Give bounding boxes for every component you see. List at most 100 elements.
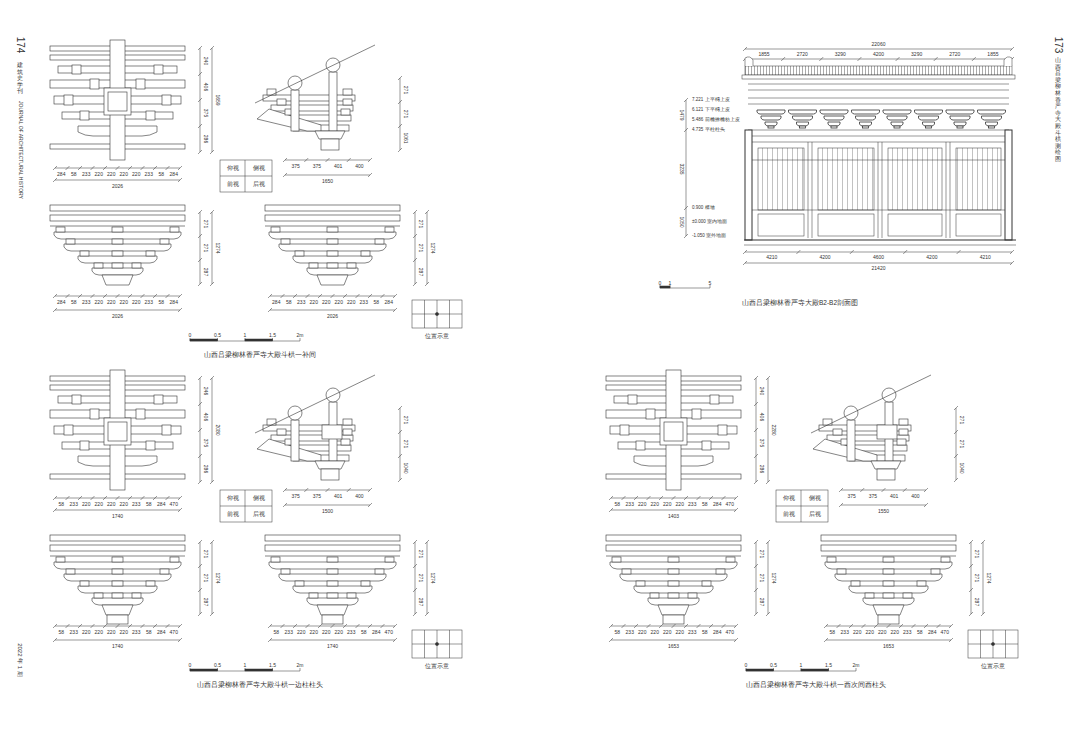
- dimension-number: 287: [418, 268, 423, 276]
- dimension-number: 220: [335, 630, 343, 635]
- scale-number: 1: [244, 663, 247, 668]
- bracket-set-drawings: [50, 40, 462, 341]
- scale-number: 2m: [297, 333, 304, 338]
- scale-number: 2m: [297, 663, 304, 668]
- dimension-number: 400: [355, 164, 363, 169]
- dimension-number: 271: [203, 574, 208, 582]
- dimension-number: 220: [107, 630, 115, 635]
- scale-number: 0.5: [770, 663, 777, 668]
- dimension-number: 220: [663, 502, 671, 507]
- dimension-number: 375: [291, 164, 299, 169]
- dimension-number: 1740: [327, 644, 338, 649]
- dimension-number: 2026: [327, 314, 338, 319]
- dimension-number: 220: [651, 502, 659, 507]
- dimension-number: 220: [120, 502, 128, 507]
- dimension-number: 286: [759, 465, 764, 473]
- dimension-number: 470: [385, 630, 393, 635]
- dimension-number: 58: [286, 300, 292, 305]
- dimension-number: 58: [614, 502, 620, 507]
- scale-number: 1.5: [269, 663, 276, 668]
- dimension-number: 220: [322, 300, 330, 305]
- dimension-number: 271: [974, 574, 979, 582]
- dimension-number: 375: [291, 494, 299, 499]
- figure-caption: 山西吕梁柳林香严寺大殿斗栱一西次间西柱头: [746, 682, 886, 689]
- dimension-number: 284: [170, 300, 178, 305]
- running-head: JOURNAL OF ARCHITECTURAL HISTORY: [18, 101, 23, 199]
- dimension-number: 271: [959, 440, 964, 448]
- dimension-number: 233: [70, 630, 78, 635]
- dimension-number: 4200: [926, 255, 937, 260]
- scale-number: 0: [745, 663, 748, 668]
- dimension-number: 271: [403, 416, 408, 424]
- dimension-number: 58: [614, 630, 620, 635]
- dimension-number: 287: [203, 598, 208, 606]
- dimension-number: 58: [373, 300, 379, 305]
- dimension-number: 401: [334, 494, 342, 499]
- dimension-number: 233: [132, 502, 140, 507]
- bracket-set-drawings: [50, 370, 462, 671]
- scale-number: 0.5: [214, 333, 221, 338]
- dimension-number: 286: [203, 465, 208, 473]
- dimension-number: 284: [713, 502, 721, 507]
- dimension-number: 58: [917, 630, 923, 635]
- dimension-number: 1040: [403, 462, 408, 473]
- dimension-number: 220: [95, 630, 103, 635]
- dimension-number: 220: [107, 502, 115, 507]
- dimension-number: 287: [759, 598, 764, 606]
- dimension-number: 1050: [679, 216, 684, 227]
- dimension-number: 220: [95, 502, 103, 507]
- dimension-number: 233: [688, 630, 696, 635]
- dimension-number: 1650: [322, 179, 333, 184]
- running-head: 建筑史学刊: [17, 62, 23, 95]
- dimension-number: 286: [203, 135, 208, 143]
- view-label: 仰视: [783, 495, 795, 501]
- dimension-number: 1061: [403, 132, 408, 143]
- elevation-note: -1.050 室外地面: [692, 234, 726, 239]
- dimension-number: 287: [974, 598, 979, 606]
- dimension-number: 233: [347, 630, 355, 635]
- issue-note: 2022 年 1 期: [17, 643, 23, 677]
- dimension-number: 220: [651, 630, 659, 635]
- dimension-number: 220: [310, 630, 318, 635]
- elevation-note: 4.735 平柱柱头: [692, 128, 725, 133]
- dimension-number: 220: [297, 630, 305, 635]
- figure-caption: 山西吕梁柳林香严寺大殿B2-B2剖面图: [742, 300, 858, 307]
- dimension-number: 233: [360, 300, 368, 305]
- section-drawing: [660, 47, 1016, 288]
- dimension-number: 1274: [215, 242, 220, 253]
- dimension-number: 271: [403, 110, 408, 118]
- dimension-number: 271: [418, 574, 423, 582]
- dimension-number: 233: [626, 502, 634, 507]
- dimension-number: 1740: [112, 644, 123, 649]
- dimension-number: 1740: [112, 514, 123, 519]
- dimension-number: 58: [702, 502, 708, 507]
- dimension-number: 271: [203, 244, 208, 252]
- view-label: 仰视: [227, 495, 239, 501]
- scale-number: 5: [709, 281, 712, 286]
- view-label: 侧视: [809, 495, 821, 501]
- dimension-number: 284: [57, 300, 65, 305]
- scale-number: 1: [669, 281, 672, 286]
- dimension-number: 406: [759, 413, 764, 421]
- scale-number: 0.5: [214, 663, 221, 668]
- view-label: 后视: [253, 511, 265, 517]
- dimension-number: 406: [203, 413, 208, 421]
- dimension-number: 220: [322, 630, 330, 635]
- scale-number: 1.5: [269, 333, 276, 338]
- dimension-number: 58: [71, 172, 77, 177]
- dimension-number: 1550: [878, 509, 889, 514]
- view-label: 后视: [253, 181, 265, 187]
- dimension-number: 3235: [679, 163, 684, 174]
- dimension-number: 271: [203, 220, 208, 228]
- scale-number: 0: [659, 281, 662, 286]
- dimension-number: 1274: [215, 572, 220, 583]
- dimension-number: 1274: [771, 572, 776, 583]
- dimension-number: 375: [869, 494, 877, 499]
- dimension-number: 3290: [911, 52, 922, 57]
- dimension-number: 1274: [430, 242, 435, 253]
- dimension-number: 406: [203, 83, 208, 91]
- scale-number: 1: [800, 663, 803, 668]
- dimension-number: 220: [676, 630, 684, 635]
- page-number: 174: [15, 37, 25, 54]
- view-label: 侧视: [253, 165, 265, 171]
